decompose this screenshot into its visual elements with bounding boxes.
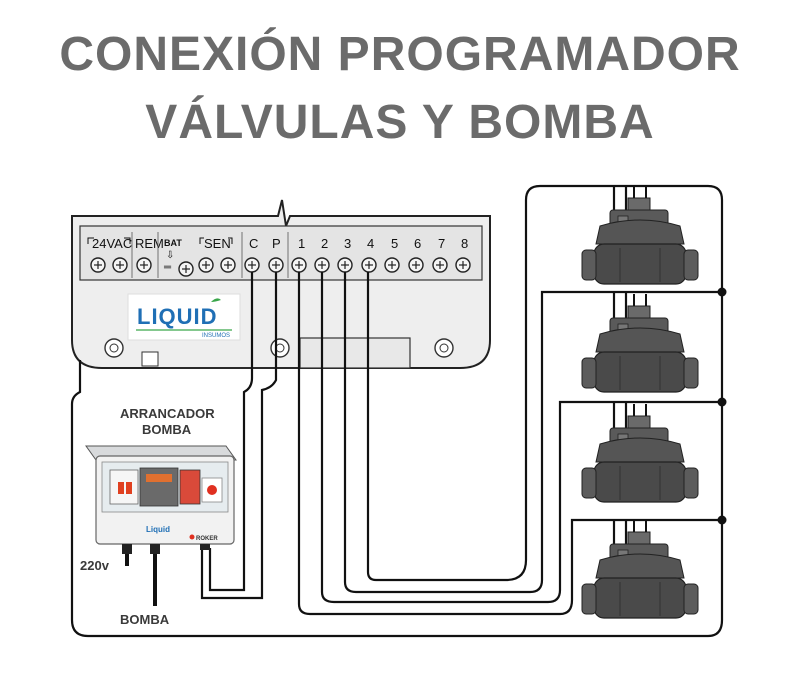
terminal-label-bat: BAT (164, 238, 182, 248)
terminal-label-6: 6 (414, 236, 421, 251)
terminal-label-7: 7 (438, 236, 445, 251)
controller: 24VAC REM BAT SEN C P 1 2 3 4 5 6 7 8 ⇩ … (71, 199, 491, 369)
valve-4-icon (581, 519, 699, 619)
pump-label: BOMBA (120, 612, 170, 627)
terminal-label-2: 2 (321, 236, 328, 251)
terminal-label-4: 4 (367, 236, 374, 251)
power-label: 220v (80, 558, 110, 573)
terminal-label-rem: REM (135, 236, 164, 251)
terminal-label-1: 1 (298, 236, 305, 251)
title-line-1: CONEXIÓN PROGRAMADOR (59, 28, 741, 81)
terminal-label-24vac: 24VAC (92, 236, 132, 251)
terminal-label-sen: SEN (204, 236, 231, 251)
wiring (70, 184, 727, 638)
controller-logo-panel (127, 293, 241, 341)
terminal-label-8: 8 (461, 236, 468, 251)
junction-dot (717, 287, 727, 297)
mount-hole-left (104, 338, 124, 358)
title-line-2: VÁLVULAS Y BOMBA (145, 96, 655, 149)
starter-title-line2: BOMBA (142, 422, 192, 437)
mount-hole-right (434, 338, 454, 358)
starter-brand: ROKER (196, 536, 218, 542)
terminal-label-p: P (272, 236, 281, 251)
valve-2-icon (581, 293, 699, 393)
valve-3-icon (581, 403, 699, 503)
leaf-icon (211, 298, 221, 302)
valve-1-icon (581, 185, 699, 285)
starter-logo: Liquid (146, 525, 170, 534)
terminal-label-c: C (249, 236, 258, 251)
terminal-label-5: 5 (391, 236, 398, 251)
mount-hole-center (270, 338, 290, 358)
starter-title-line1: ARRANCADOR (120, 406, 215, 421)
junction-dot (717, 397, 727, 407)
battery-symbol-icon: ═ (163, 262, 172, 273)
controller-logo: LIQUID (137, 304, 218, 329)
terminal-label-3: 3 (344, 236, 351, 251)
arrow-down-icon: ⇩ (166, 250, 174, 261)
pump-starter: ARRANCADOR BOMBA Liquid ROKER 220v BOMBA (80, 406, 237, 627)
controller-logo-sub: INSUMOS (202, 333, 230, 339)
junction-dot (717, 515, 727, 525)
